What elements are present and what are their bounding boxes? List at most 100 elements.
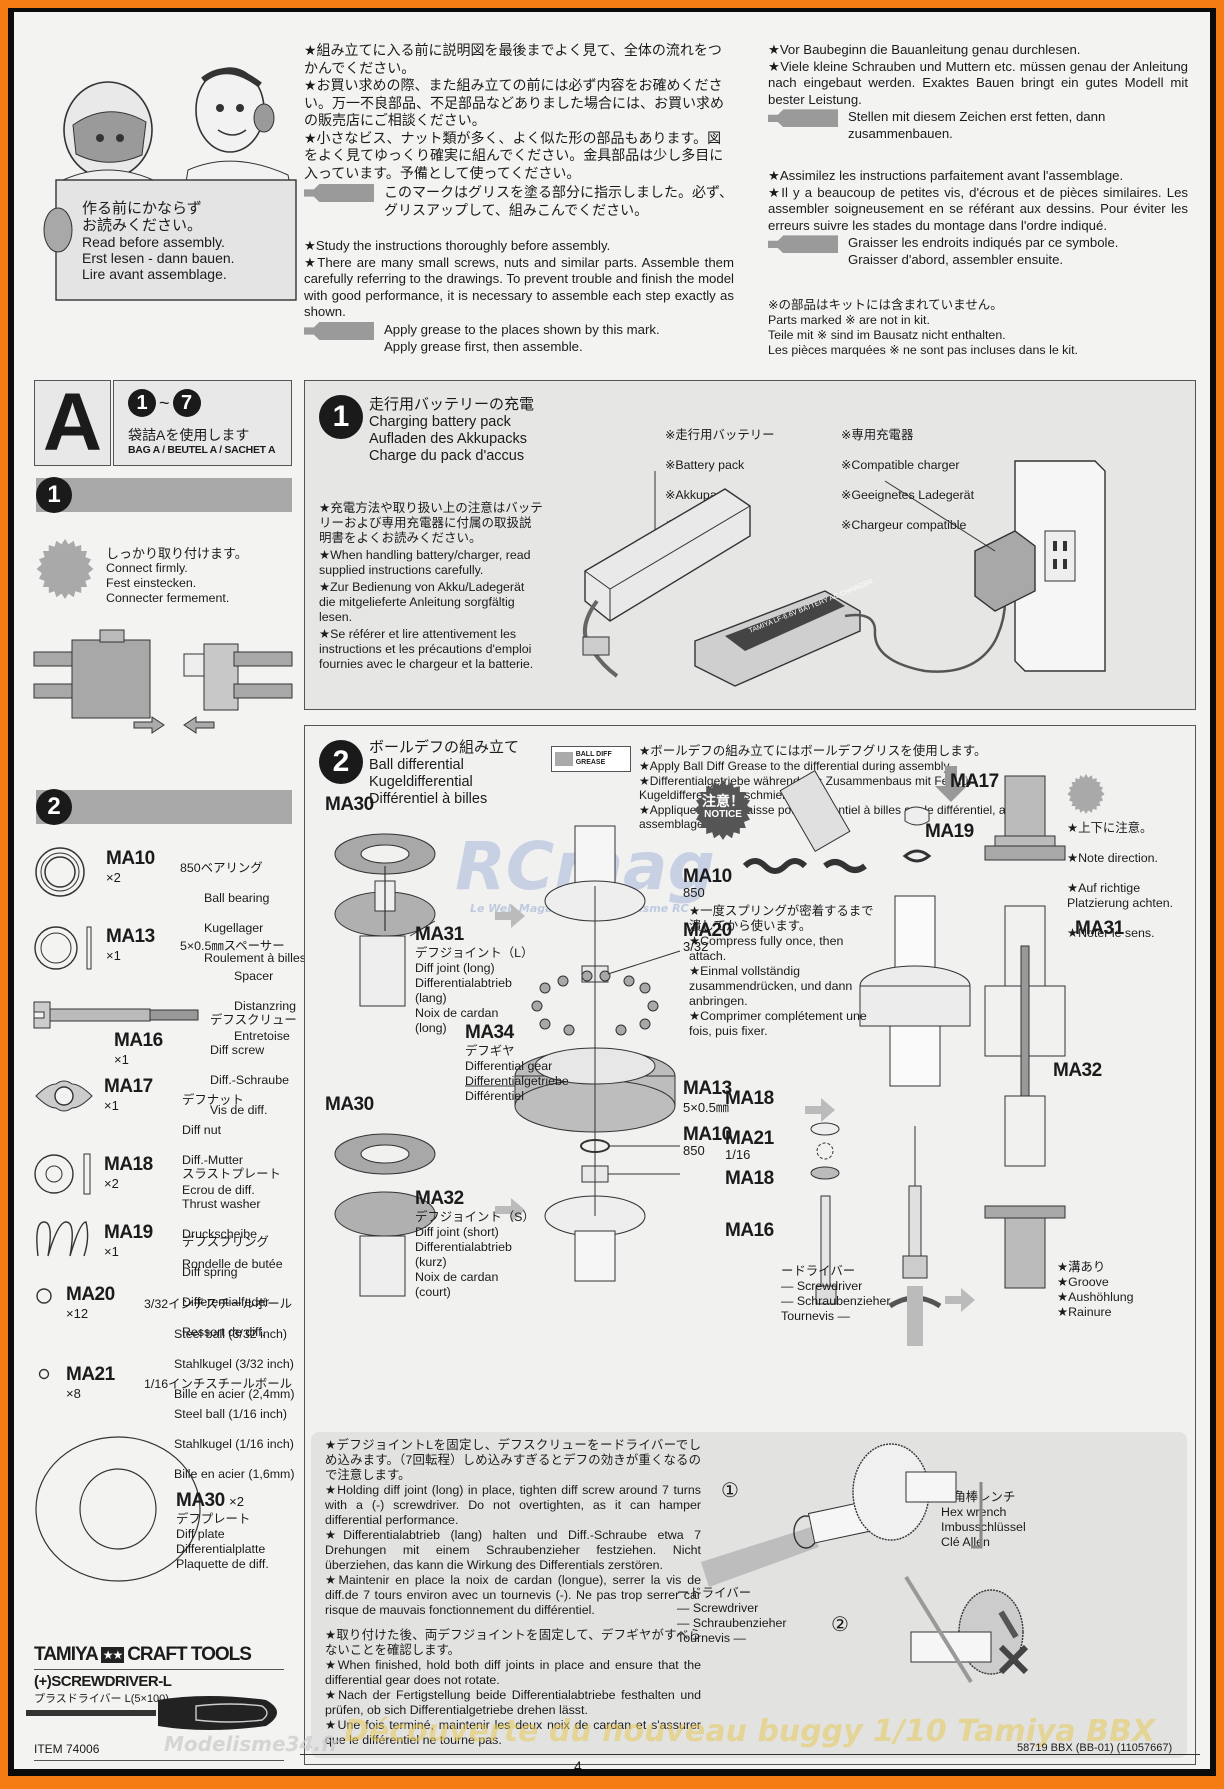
diff-screw-icon bbox=[33, 1001, 199, 1029]
intro-de-grease: Stellen mit diesem Zeichen erst fetten, … bbox=[848, 109, 1106, 141]
grease-tube-icon bbox=[768, 235, 838, 254]
step-1-title-jp: 走行用バッテリーの充電 bbox=[369, 396, 535, 413]
hex-wrench-label: 六角棒レンチ Hex wrench Imbusschlüssel Clé All… bbox=[941, 1490, 1026, 1549]
part-qty: ×1 bbox=[114, 1052, 129, 1067]
gear-tightening-illustration bbox=[701, 1443, 1029, 1684]
thrust-washer-icon bbox=[34, 1153, 91, 1195]
part-name-de: Kugellager bbox=[204, 921, 264, 935]
step-1-title-en: Charging battery pack bbox=[369, 414, 511, 430]
callout-code: MA10 bbox=[683, 1124, 732, 1145]
callout-ma30-top: MA30 bbox=[325, 794, 374, 815]
part-name-en: Diff spring bbox=[182, 1265, 238, 1279]
arrow-left-icon bbox=[183, 716, 215, 734]
intro-en-grease: Apply grease to the places shown by this… bbox=[384, 321, 660, 354]
part-name-en: Steel ball (3/32 inch) bbox=[174, 1327, 287, 1341]
callout-ma19: MA19 bbox=[925, 821, 974, 842]
intro-fr-note: ★Assimilez les instructions parfaitement… bbox=[768, 168, 1124, 183]
callout-ma31-right: MA31 bbox=[1075, 918, 1124, 939]
part-code: MA19 bbox=[104, 1222, 153, 1243]
step-2-title-en: Ball differential bbox=[369, 757, 464, 773]
battery-label-en: ※Battery pack bbox=[665, 458, 745, 472]
part-name-en: Diff screw bbox=[210, 1043, 265, 1057]
part-name-jp: デフナット bbox=[182, 1093, 244, 1107]
part-name-fr: Ecrou de diff. bbox=[182, 1183, 255, 1197]
callout-ma32-code: MA32 bbox=[415, 1188, 464, 1209]
ball-diff-exploded-diagram bbox=[334, 766, 1066, 1346]
site-watermark: Modelisme34.fr bbox=[164, 1732, 340, 1756]
sign-text-jp: 作る前にかならず お読みください。 bbox=[82, 200, 203, 234]
battery-label-jp: ※走行用バッテリー bbox=[665, 428, 775, 442]
spring-compress-note: ★一度スプリングが密着するまで潰してから使います。 ★Compress full… bbox=[689, 904, 874, 1038]
step-2-panel-badge: 2 bbox=[319, 740, 363, 784]
not-in-kit-jp: ※の部品はキットには含まれていません。 bbox=[768, 298, 1003, 312]
intro-illustration bbox=[28, 30, 298, 315]
part-name-de: Diff.-Schraube bbox=[210, 1073, 289, 1087]
part-qty: ×1 bbox=[106, 948, 121, 963]
intro-jp-note: ★お買い求めの際、また組み立ての前には必ず内容をお確めください。万一不良部品、不… bbox=[304, 77, 724, 128]
tamiya-brand: TAMIYA bbox=[34, 1644, 99, 1665]
callout-ma32: MA32 デフジョイント（S） Diff joint (short) Diffe… bbox=[415, 1188, 535, 1300]
cross-x-icon bbox=[998, 1644, 1029, 1675]
connect-note-jp: しっかり取り付けます。 bbox=[106, 546, 248, 561]
part-name-en: Steel ball (1/16 inch) bbox=[174, 1407, 287, 1421]
steel-balls bbox=[531, 970, 659, 1036]
step-1-title-de: Aufladen des Akkupacks bbox=[369, 431, 527, 447]
step-2-badge: 2 bbox=[36, 789, 72, 825]
intro-fr-grease: Graisser les endroits indiqués par ce sy… bbox=[848, 235, 1119, 267]
bag-label: BAG A / BEUTEL A / SACHET A bbox=[128, 444, 276, 456]
callout-sub: 1/16 bbox=[725, 1147, 751, 1162]
step-2-title-jp: ボールデフの組み立て bbox=[369, 739, 520, 756]
wall-outlet-icon bbox=[1014, 460, 1106, 672]
callout-ma16: MA16 bbox=[725, 1220, 774, 1241]
grease-note-en: ★Apply Ball Diff Grease to the different… bbox=[639, 759, 952, 773]
note-direction: ★上下に注意。 ★Note direction. ★Auf richtige P… bbox=[1067, 806, 1187, 956]
part-name-fr: Plaquette de diff. bbox=[176, 1557, 269, 1571]
ball-diff-grease-tube-icon: BALL DIFF GREASE bbox=[551, 746, 631, 772]
part-desc-ma21: 1/16インチスチールボール Steel ball (1/16 inch) St… bbox=[144, 1362, 295, 1497]
sign-text-de: Erst lesen - dann bauen. bbox=[82, 250, 235, 266]
ball-bearing-icon bbox=[35, 847, 85, 897]
part-desc-ma18: スラストプレート Thrust washer Druckscheibe Rond… bbox=[182, 1152, 283, 1287]
connect-note-en: Connect firmly. bbox=[106, 561, 188, 575]
step-2-ball-diff-panel: 2 ボールデフの組み立て Ball differential Kugeldiff… bbox=[304, 725, 1196, 1765]
read-before-sign: 作る前にかならず お読みください。 Read before assembly. … bbox=[82, 200, 282, 282]
connect-note-de: Fest einstecken. bbox=[106, 576, 197, 590]
diff-plate-icon bbox=[35, 1436, 201, 1582]
bag-step-sep: ~ bbox=[159, 392, 170, 413]
step-1-battery-panel: 1 走行用バッテリーの充電 Charging battery pack Aufl… bbox=[304, 380, 1196, 710]
tool-name: (+)SCREWDRIVER-L bbox=[34, 1673, 172, 1690]
callout-ma30-bottom: MA30 bbox=[325, 1094, 374, 1115]
step-1-panel-badge: 1 bbox=[319, 395, 363, 439]
part-name-fr: Vis de diff. bbox=[210, 1103, 268, 1117]
tighten-note: ★デフジョイントLを固定し、デフスクリューをードライバーでしめ込みます。（7回転… bbox=[325, 1438, 701, 1617]
part-qty: ×2 bbox=[104, 1176, 119, 1191]
step-1-note-jp: ★充電方法や取り扱い上の注意はバッテリーおよび専用充電器に付属の取扱説明書をよく… bbox=[319, 501, 543, 545]
tamiya-stars-logo-icon: ★★ bbox=[100, 1647, 125, 1663]
part-item-ma16: MA16 ×1 bbox=[114, 1030, 163, 1067]
part-name-en: Diff nut bbox=[182, 1123, 222, 1137]
diff-nut-icon bbox=[35, 1080, 93, 1112]
callout-ma31: MA31 デフジョイント（L） Diff joint (long) Differ… bbox=[415, 924, 533, 1036]
screwdriver-illustration bbox=[26, 1696, 277, 1730]
steel-ball-icon bbox=[36, 1288, 52, 1304]
part-code: MA13 bbox=[106, 926, 155, 947]
part-code: MA16 bbox=[114, 1030, 163, 1051]
grease-tube-icon bbox=[304, 184, 374, 202]
ac-adapter-icon bbox=[974, 530, 1036, 612]
step-1-badge: 1 bbox=[36, 477, 72, 513]
bag-step-end: 7 bbox=[172, 389, 201, 417]
groove-label: ★溝あり ★Groove ★Aushöhlung ★Rainure bbox=[1057, 1260, 1134, 1319]
part-item-ma18: MA18 ×2 bbox=[104, 1154, 153, 1191]
callout-code: MA34 bbox=[465, 1022, 514, 1043]
part-name-fr: Roulement à billes bbox=[204, 951, 306, 965]
part-name-fr: Rondelle de butée bbox=[182, 1257, 283, 1271]
not-in-kit-fr: Les pièces marquées ※ ne sont pas inclus… bbox=[768, 343, 1078, 357]
callout-sub: 850 bbox=[683, 885, 705, 900]
part-qty: ×2 bbox=[106, 870, 121, 885]
charger-label-de: ※Geeignetes Ladegerät bbox=[841, 488, 975, 502]
craft-tools-label: CRAFT TOOLS bbox=[127, 1644, 252, 1665]
arrow-right-icon bbox=[495, 1198, 525, 1222]
screwdriver-label: ードライバー — Screwdriver — Schraubenzieher T… bbox=[781, 1264, 891, 1323]
step-1-header-bar bbox=[36, 478, 292, 512]
part-name-de: Differentialfeder bbox=[182, 1295, 270, 1309]
